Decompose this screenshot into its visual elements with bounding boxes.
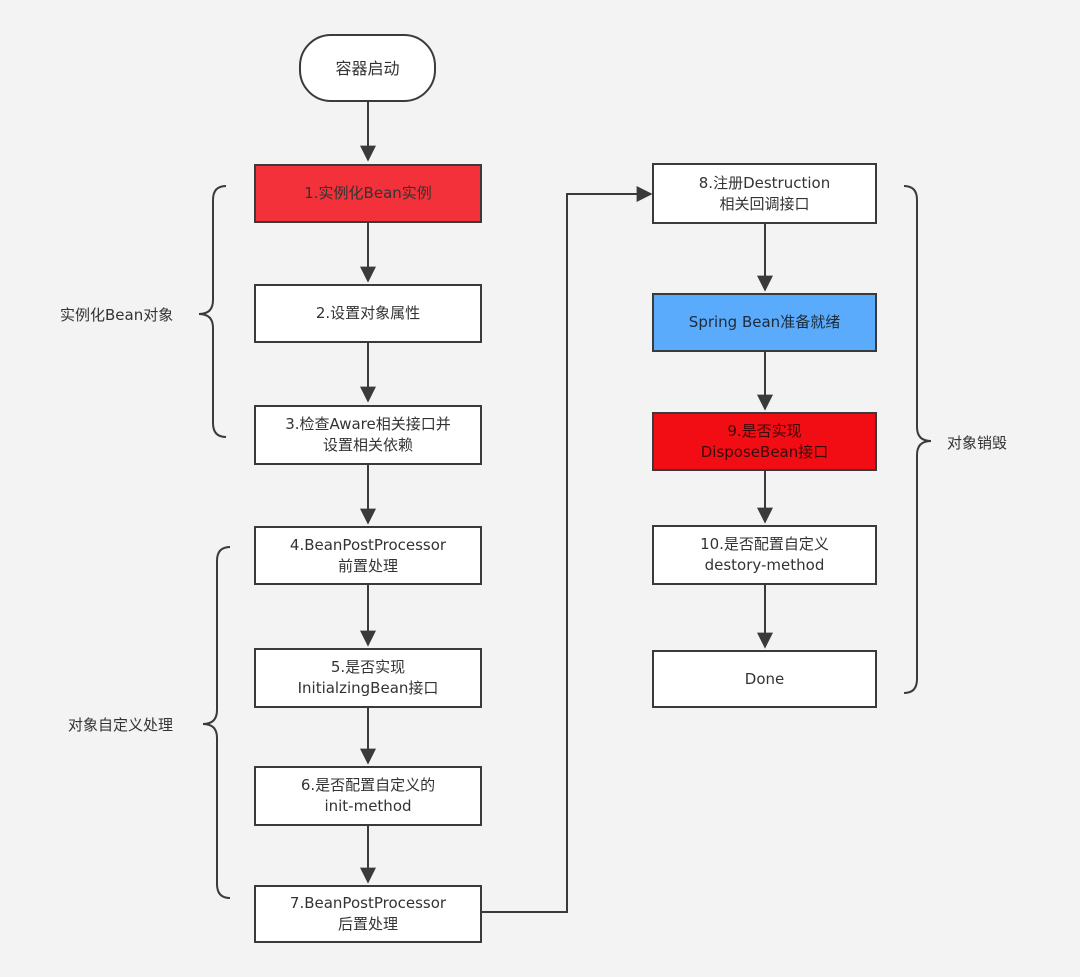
step-5-node: 5.是否实现 InitialzingBean接口: [254, 648, 482, 708]
start-node: 容器启动: [299, 34, 436, 102]
group-label-customize: 对象自定义处理: [68, 716, 174, 734]
step-10-node: 10.是否配置自定义 destory-method: [652, 525, 877, 585]
step-8-node: 8.注册Destruction 相关回调接口: [652, 163, 877, 224]
step-9-node: 9.是否实现 DisposeBean接口: [652, 412, 877, 471]
step-7-node: 7.BeanPostProcessor 后置处理: [254, 885, 482, 943]
step-3-node: 3.检查Aware相关接口并 设置相关依赖: [254, 405, 482, 465]
arrow-7-to-8: [482, 186, 653, 913]
bean-ready-node: Spring Bean准备就绪: [652, 293, 877, 352]
step-4-node: 4.BeanPostProcessor 前置处理: [254, 526, 482, 585]
group-label-instantiate: 实例化Bean对象: [60, 306, 174, 324]
brace-instantiate: [198, 185, 227, 438]
step-2-node: 2.设置对象属性: [254, 284, 482, 343]
brace-destroy: [903, 185, 932, 694]
group-label-destroy: 对象销毁: [947, 434, 1008, 452]
step-6-node: 6.是否配置自定义的 init-method: [254, 766, 482, 826]
done-node: Done: [652, 650, 877, 708]
brace-customize: [202, 546, 231, 899]
step-1-node: 1.实例化Bean实例: [254, 164, 482, 223]
